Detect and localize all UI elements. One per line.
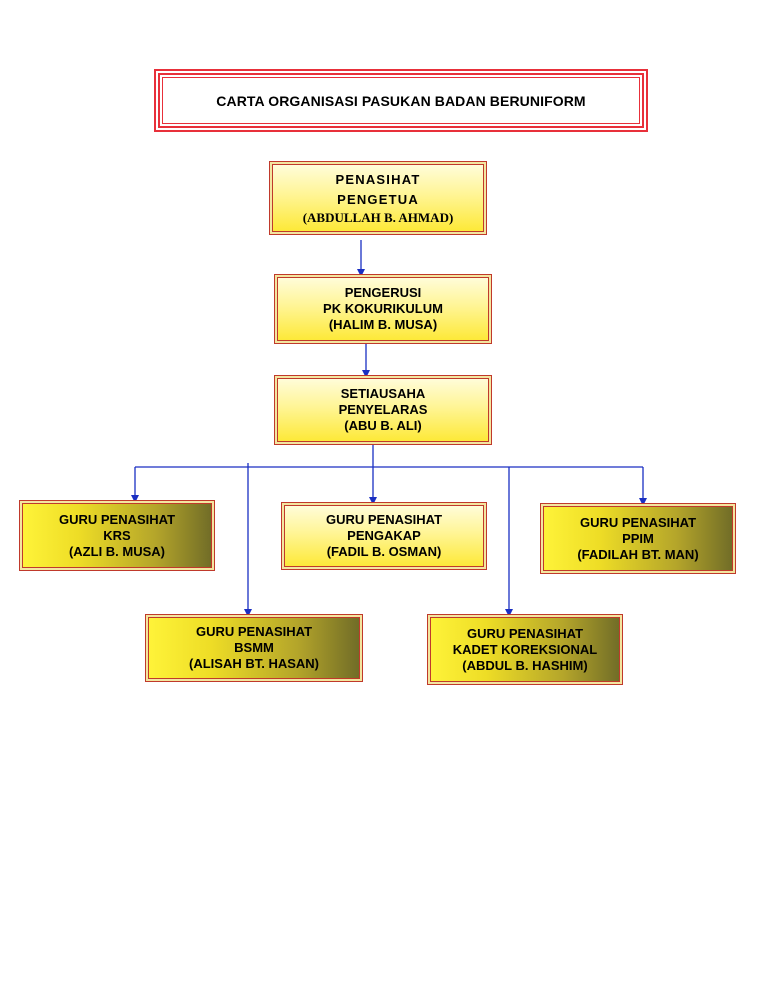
node-pengakap: GURU PENASIHAT PENGAKAP (FADIL B. OSMAN) (281, 502, 487, 570)
node-unit: BSMM (234, 640, 274, 655)
node-position: PENYELARAS (338, 402, 428, 417)
node-role: SETIAUSAHA (340, 386, 426, 401)
node-penasihat-pengetua: PENASIHAT PENGETUA (ABDULLAH B. AHMAD) (269, 161, 487, 235)
node-unit: KADET KOREKSIONAL (452, 641, 598, 657)
node-setiausaha: SETIAUSAHA PENYELARAS (ABU B. ALI) (274, 375, 492, 445)
node-person: (ABDUL B. HASHIM) (462, 657, 588, 673)
node-person: (FADIL B. OSMAN) (326, 544, 442, 559)
node-kadet-koreksional: GURU PENASIHAT KADET KOREKSIONAL (ABDUL … (427, 614, 623, 685)
node-role: GURU PENASIHAT (579, 514, 697, 530)
node-person: (ALISAH BT. HASAN) (189, 656, 319, 671)
node-krs: GURU PENASIHAT KRS (AZLI B. MUSA) (19, 500, 215, 571)
node-role: GURU PENASIHAT (325, 512, 443, 527)
node-role: GURU PENASIHAT (58, 511, 176, 527)
node-role: PENASIHAT (335, 172, 421, 187)
node-ppim: GURU PENASIHAT PPIM (FADILAH BT. MAN) (540, 503, 736, 574)
node-position: PK KOKURIKULUM (323, 301, 443, 316)
chart-title-box: CARTA ORGANISASI PASUKAN BADAN BERUNIFOR… (154, 69, 648, 132)
node-role: GURU PENASIHAT (466, 625, 584, 641)
node-unit: PENGAKAP (347, 528, 421, 543)
node-person: (ABU B. ALI) (344, 418, 422, 433)
node-person: (FADILAH BT. MAN) (577, 546, 699, 562)
chart-title: CARTA ORGANISASI PASUKAN BADAN BERUNIFOR… (216, 92, 586, 109)
node-person: (ABDULLAH B. AHMAD) (302, 210, 454, 225)
node-role: GURU PENASIHAT (195, 624, 313, 639)
node-unit: KRS (103, 527, 131, 543)
node-role: PENGERUSI (344, 285, 422, 300)
node-position: PENGETUA (337, 192, 419, 207)
node-bsmm: GURU PENASIHAT BSMM (ALISAH BT. HASAN) (145, 614, 363, 682)
node-person: (HALIM B. MUSA) (328, 317, 438, 332)
node-pengerusi: PENGERUSI PK KOKURIKULUM (HALIM B. MUSA) (274, 274, 492, 344)
node-person: (AZLI B. MUSA) (68, 543, 166, 559)
node-unit: PPIM (622, 530, 654, 546)
